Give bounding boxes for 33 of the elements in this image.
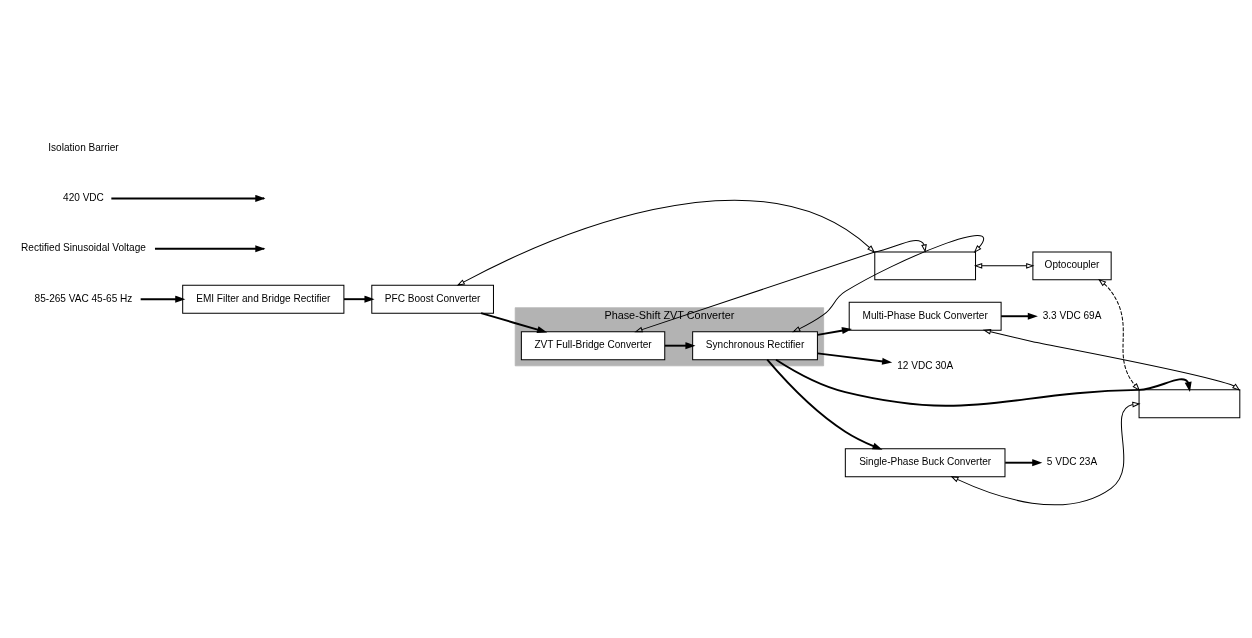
arrow xyxy=(974,262,1035,269)
arrow xyxy=(950,401,1141,505)
node-box: Single-Phase Buck Converter xyxy=(844,447,1006,477)
arrow xyxy=(982,328,1241,391)
node-box xyxy=(874,250,977,280)
node-box: ZVT Full-Bridge Converter xyxy=(520,330,666,360)
node-text: 420 VDC xyxy=(63,191,104,203)
node-box: Synchronous Rectifier xyxy=(692,330,818,360)
arrow xyxy=(456,199,876,286)
arrow xyxy=(766,358,883,450)
node-box xyxy=(1138,388,1241,418)
label: Isolation Barrier xyxy=(48,141,119,153)
arrow xyxy=(1000,312,1038,320)
arrow xyxy=(139,295,186,303)
arrow xyxy=(816,351,893,365)
arrow xyxy=(1098,278,1141,391)
node-text: 12 VDC 30A xyxy=(897,359,954,371)
arrow xyxy=(775,358,1192,407)
arrow xyxy=(480,311,548,333)
arrow xyxy=(792,234,984,332)
node-text: 85-265 VAC 45-65 Hz xyxy=(34,292,133,304)
arrow xyxy=(816,326,852,336)
arrow xyxy=(634,239,927,332)
node-box: EMI Filter and Bridge Rectifier xyxy=(182,284,345,314)
node-text: 5 VDC 23A xyxy=(1046,455,1098,467)
node-box: PFC Boost Converter xyxy=(371,284,494,314)
arrow xyxy=(1004,458,1043,466)
arrow xyxy=(343,295,375,303)
node-box: Multi-Phase Buck Converter xyxy=(848,301,1002,331)
node-box: Optocoupler xyxy=(1032,250,1112,280)
arrow xyxy=(663,341,696,349)
node-text: 3.3 VDC 69A xyxy=(1042,309,1102,321)
node-text: Rectified Sinusoidal Voltage xyxy=(21,241,146,253)
